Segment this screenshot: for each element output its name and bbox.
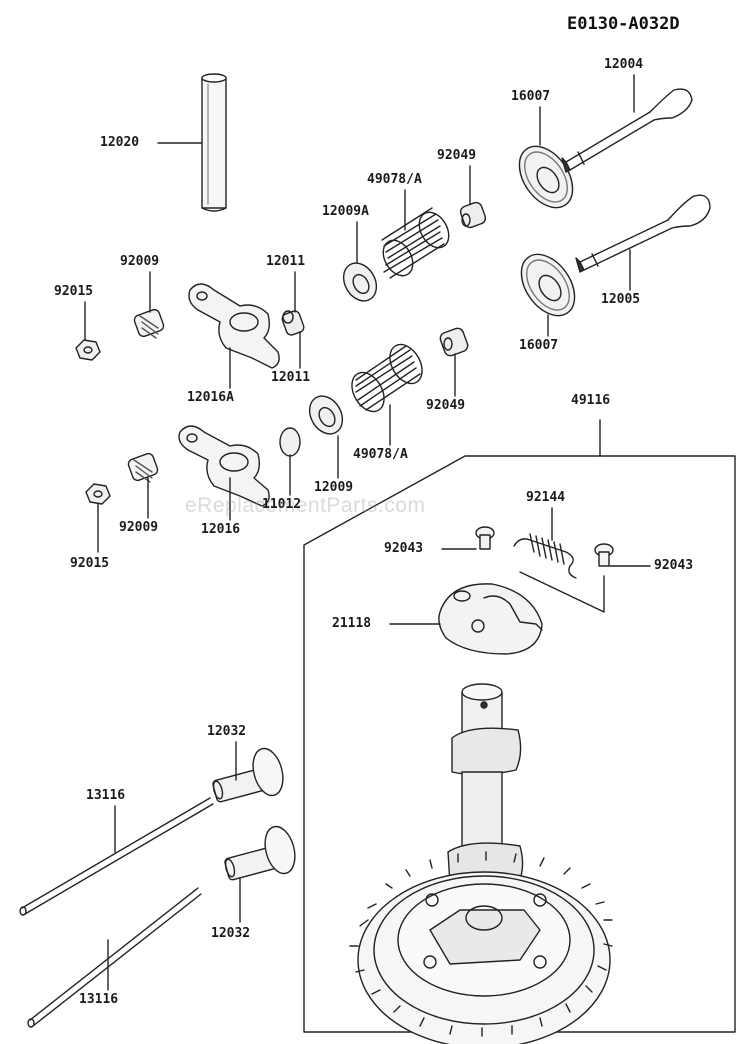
exhaust-valve-12004 <box>561 88 693 173</box>
push-rod-13116-bottom <box>27 887 202 1028</box>
valve-lifter-12032-top <box>212 747 284 803</box>
rocker-arm-12016a <box>188 283 280 369</box>
label-12005: 12005 <box>601 292 641 307</box>
intake-valve-12005 <box>575 194 711 273</box>
label-92043-left: 92043 <box>384 541 424 556</box>
valve-seat-washer-16007-bottom <box>520 253 576 317</box>
label-12009: 12009 <box>314 480 354 495</box>
label-12016a: 12016A <box>187 390 234 405</box>
push-rod-pin-12020 <box>201 73 227 212</box>
label-92009-bottom: 92009 <box>119 520 159 535</box>
label-16007-top: 16007 <box>511 89 551 104</box>
valve-keeper-92049-bottom <box>439 327 469 357</box>
label-92049-top: 92049 <box>437 148 477 163</box>
label-49116: 49116 <box>571 393 611 408</box>
rocker-arm-12016 <box>178 425 270 507</box>
camshaft-assembly-box <box>303 455 736 1033</box>
camshaft-gear <box>349 683 613 1044</box>
governor-plate-21118 <box>438 583 543 655</box>
label-12011-top: 12011 <box>266 254 306 269</box>
watermark: eReplacementParts.com <box>185 494 426 517</box>
label-13116-top: 13116 <box>86 788 126 803</box>
label-12011-bottom: 12011 <box>271 370 311 385</box>
nut-92015-top <box>75 339 101 361</box>
push-rod-13116-top <box>19 797 214 916</box>
label-12032-bottom: 12032 <box>211 926 251 941</box>
governor-spring-92144 <box>513 533 577 579</box>
label-12032-top: 12032 <box>207 724 247 739</box>
adjusting-stud-92009-top <box>133 308 165 339</box>
bushing-12011 <box>281 310 305 336</box>
label-12004: 12004 <box>604 57 644 72</box>
valve-spring-49078a-top <box>381 207 450 279</box>
nut-92015-bottom <box>85 483 111 505</box>
label-16007-bottom: 16007 <box>519 338 559 353</box>
label-49078a-top: 49078/A <box>367 172 422 187</box>
label-92015-bottom: 92015 <box>70 556 110 571</box>
label-92144: 92144 <box>526 490 566 505</box>
spring-retainer-12009 <box>308 395 344 435</box>
label-92015-top: 92015 <box>54 284 94 299</box>
label-12016: 12016 <box>201 522 241 537</box>
diagram-code: E0130-A032D <box>567 14 680 34</box>
valve-seat-washer-16007-top <box>518 145 574 209</box>
label-92049-bottom: 92049 <box>426 398 466 413</box>
spring-retainer-12009a <box>342 262 378 302</box>
label-92009-top: 92009 <box>120 254 160 269</box>
label-11012: 11012 <box>262 497 302 512</box>
label-12020: 12020 <box>100 135 140 150</box>
leader-92043-right-to-plate <box>519 571 605 613</box>
pin-92043-right <box>594 543 614 567</box>
label-12009a: 12009A <box>322 204 369 219</box>
label-92043-right: 92043 <box>654 558 694 573</box>
label-49078a-bottom: 49078/A <box>353 447 408 462</box>
valve-lifter-12032-bottom <box>224 825 296 881</box>
label-13116-bottom: 13116 <box>79 992 119 1007</box>
adjusting-stud-92009-bottom <box>127 452 159 483</box>
label-21118: 21118 <box>332 616 372 631</box>
valve-spring-49078a-bottom <box>351 343 423 413</box>
valve-keeper-92049-top <box>459 201 487 229</box>
valve-cap-11012 <box>279 427 301 457</box>
pin-92043-left <box>475 526 495 550</box>
